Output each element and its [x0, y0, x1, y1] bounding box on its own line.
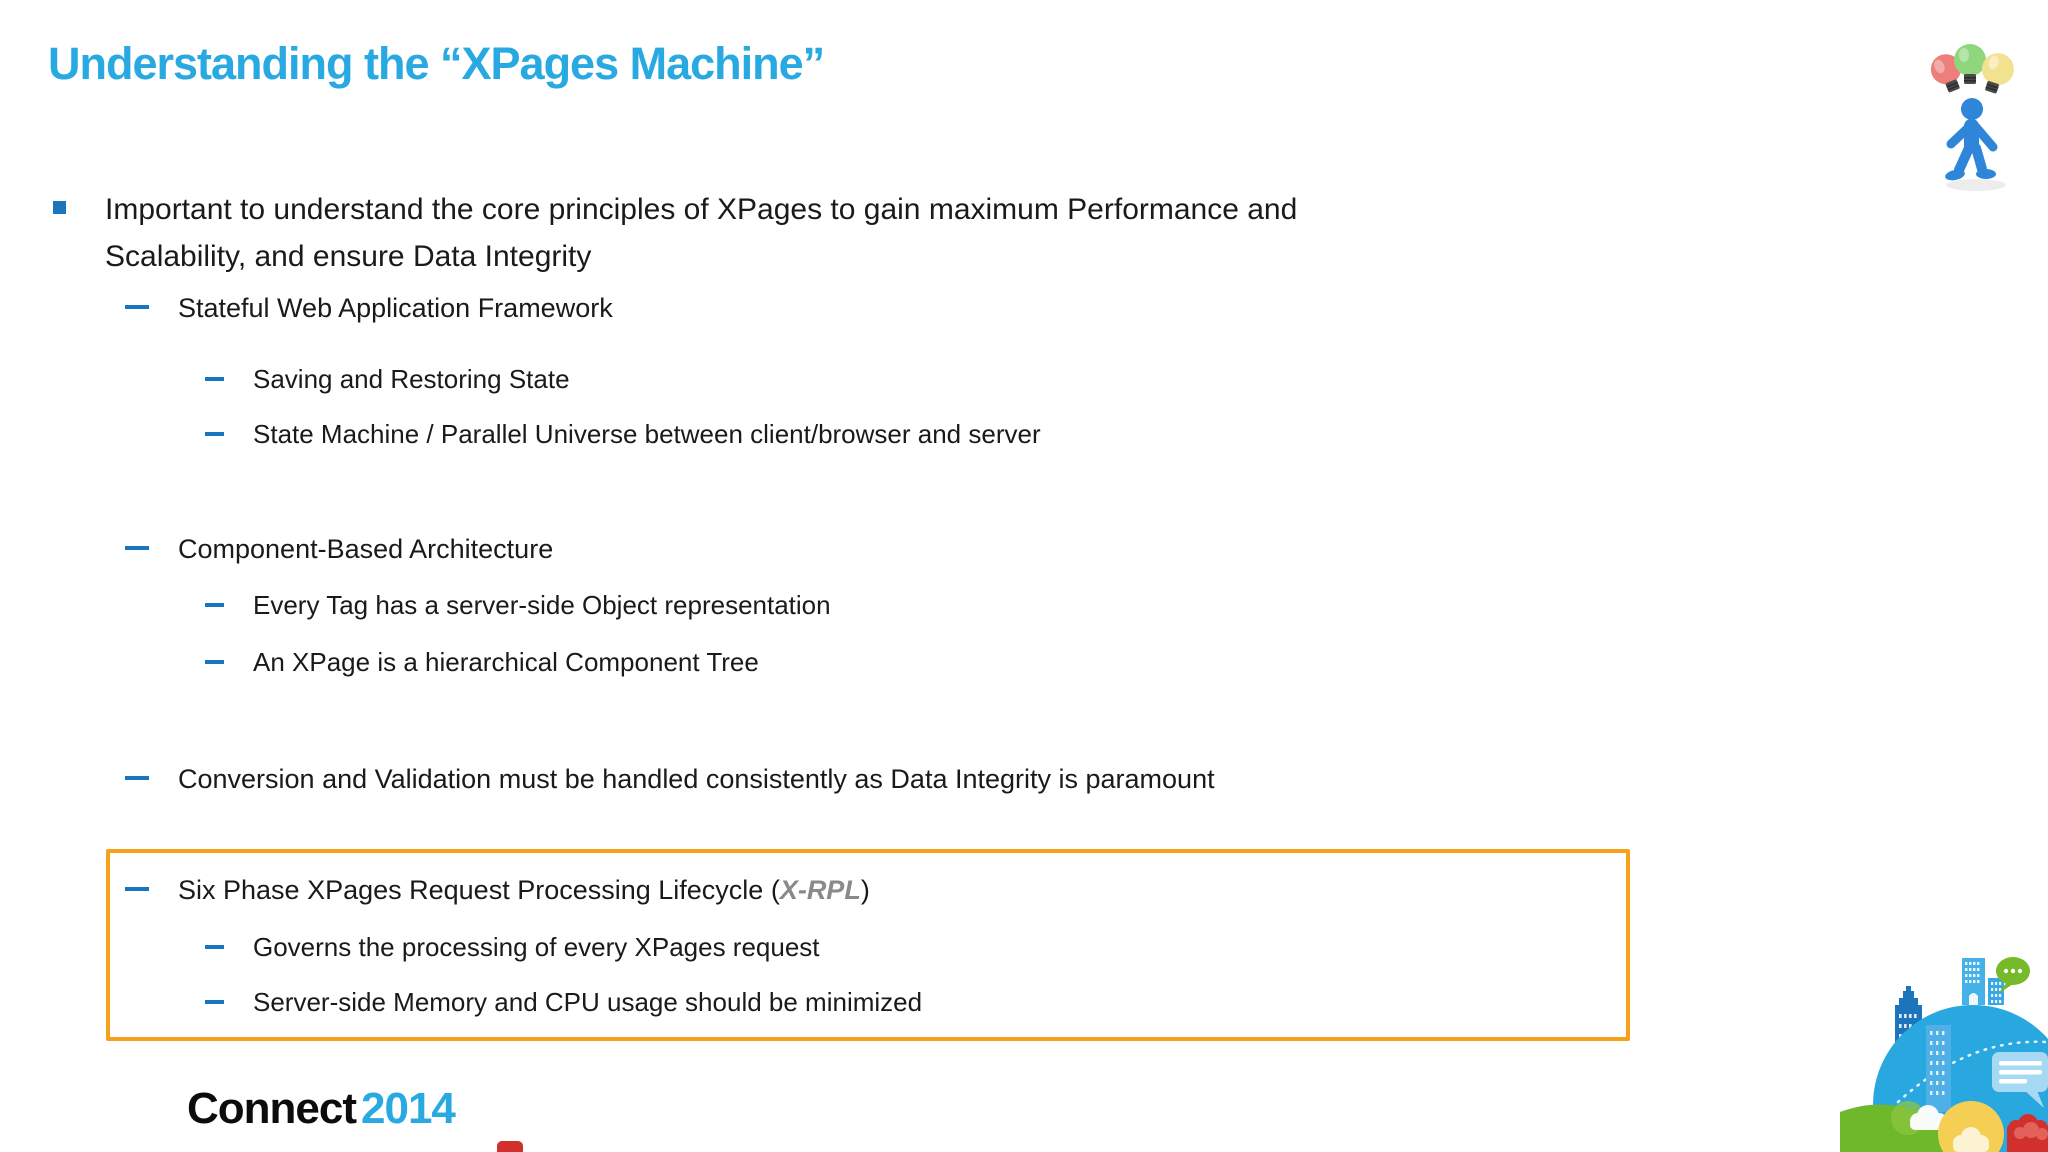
- logo-year-text: 2014: [361, 1084, 456, 1133]
- dash-bullet-icon: [205, 660, 224, 664]
- bullet-item-l3: State Machine / Parallel Universe betwee…: [205, 417, 1041, 451]
- cityscape-globe-illustration: [1840, 957, 2048, 1152]
- dash-bullet-icon: [205, 945, 224, 949]
- dash-bullet-icon: [125, 776, 149, 780]
- highlight-frame: [106, 849, 1630, 1041]
- bullet-text-prefix: Six Phase XPages Request Processing Life…: [178, 875, 780, 905]
- dash-bullet-icon: [205, 603, 224, 607]
- bullet-item-l2: Component-Based Architecture: [125, 531, 554, 567]
- bullet-text: An XPage is a hierarchical Component Tre…: [253, 647, 759, 677]
- bullet-item-l2: Six Phase XPages Request Processing Life…: [125, 872, 870, 908]
- bullet-item-l2: Conversion and Validation must be handle…: [125, 761, 1215, 797]
- bullet-text: Component-Based Architecture: [178, 534, 554, 564]
- red-accent-shape: [497, 1141, 523, 1152]
- bullet-text: Every Tag has a server-side Object repre…: [253, 590, 831, 620]
- bullet-item-l3: An XPage is a hierarchical Component Tre…: [205, 645, 759, 679]
- bullet-item-l1: Important to understand the core princip…: [53, 186, 1365, 280]
- dash-bullet-icon: [125, 887, 149, 891]
- bullet-text: State Machine / Parallel Universe betwee…: [253, 419, 1041, 449]
- logo-connect-text: Connect: [187, 1084, 357, 1133]
- bullet-item-l3: Server-side Memory and CPU usage should …: [205, 985, 923, 1019]
- dash-bullet-icon: [205, 432, 224, 436]
- bullet-text-emphasis: X-RPL: [779, 875, 861, 905]
- dash-bullet-icon: [125, 546, 149, 550]
- person-with-idea-bulbs-icon: [1930, 44, 2014, 191]
- bullet-item-l3: Governs the processing of every XPages r…: [205, 930, 820, 964]
- bullet-item-l3: Every Tag has a server-side Object repre…: [205, 588, 831, 622]
- square-bullet-icon: [53, 201, 66, 214]
- bullet-text: Conversion and Validation must be handle…: [178, 764, 1215, 794]
- dash-bullet-icon: [205, 1000, 224, 1004]
- bullet-text-suffix: ): [860, 875, 870, 905]
- bullet-item-l3: Saving and Restoring State: [205, 362, 570, 396]
- bullet-text: Governs the processing of every XPages r…: [253, 932, 820, 962]
- bullet-text: Stateful Web Application Framework: [178, 293, 613, 323]
- bullet-text: Server-side Memory and CPU usage should …: [253, 987, 923, 1017]
- slide-title: Understanding the “XPages Machine”: [48, 38, 825, 89]
- dash-bullet-icon: [205, 377, 224, 381]
- bullet-text: Important to understand the core princip…: [105, 193, 1298, 273]
- bullet-text: Six Phase XPages Request Processing Life…: [178, 872, 870, 908]
- bullet-text: Saving and Restoring State: [253, 364, 570, 394]
- bullet-item-l2: Stateful Web Application Framework: [125, 290, 613, 326]
- dash-bullet-icon: [125, 305, 149, 309]
